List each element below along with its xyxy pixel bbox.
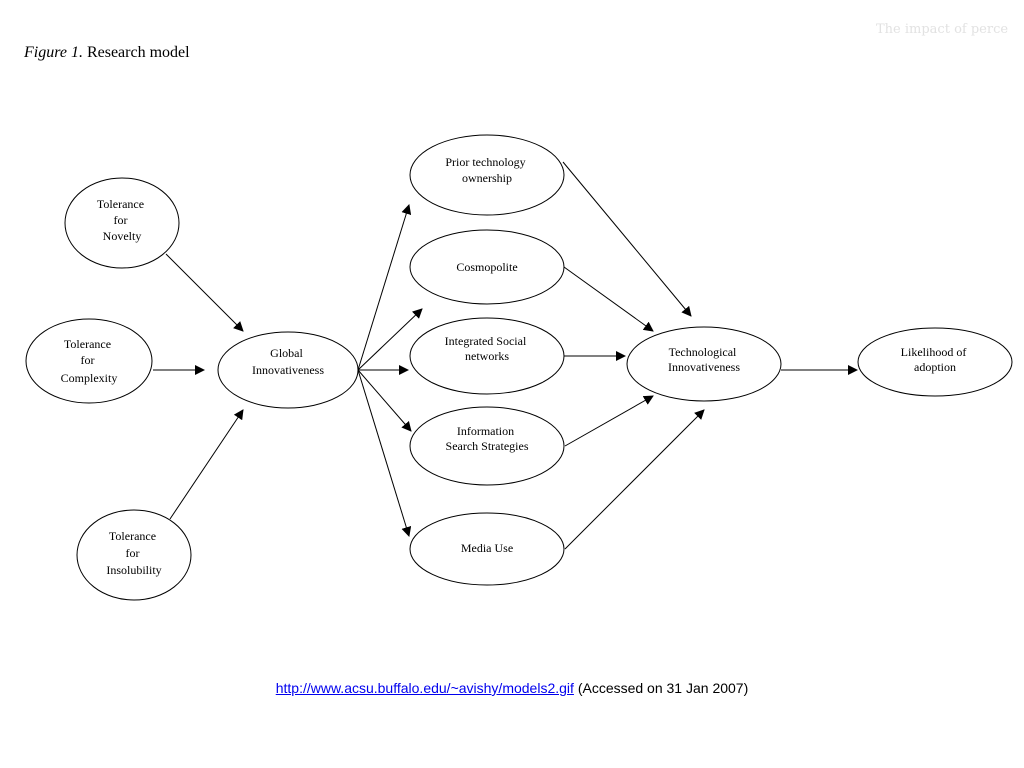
node-labels: Tolerance for Novelty Tolerance for Comp… [61, 155, 970, 577]
node-tolerance-insolubility [76, 509, 192, 601]
edge-media-tech [564, 409, 705, 550]
node-tolerance-novelty [64, 177, 180, 269]
edge-global-prior [357, 204, 412, 371]
node-global-innovativeness [217, 331, 359, 409]
faded-header-text: The impact of perce [876, 22, 1009, 37]
node-technological-innovativeness [626, 326, 782, 402]
node-cosmopolite [409, 229, 565, 305]
edge-cosmo-tech [563, 266, 654, 332]
label-global-innovativeness: Global Innovativeness [252, 346, 324, 377]
node-information-search [409, 406, 565, 486]
label-tolerance-insolubility: Tolerance for Insolubility [106, 529, 161, 577]
label-tolerance-novelty: Tolerance for Novelty [97, 197, 147, 243]
node-media-use [409, 512, 565, 586]
figure-title-text: Research model [86, 44, 190, 61]
edge-insolubility-global [169, 409, 244, 520]
node-tolerance-complexity [25, 318, 153, 404]
node-integrated-social [409, 317, 565, 395]
node-prior-technology [409, 134, 565, 216]
label-prior-technology: Prior technology ownership [445, 155, 528, 185]
edge-global-cosmo [357, 308, 423, 371]
figure-label: Figure 1. [24, 44, 83, 61]
label-likelihood-adoption: Likelihood of adoption [901, 345, 970, 374]
label-cosmopolite: Cosmopolite [456, 260, 517, 274]
node-likelihood-adoption [857, 327, 1013, 397]
edge-novelty-global [165, 253, 244, 332]
edge-info-tech [564, 395, 654, 447]
accessed-note: (Accessed on 31 Jan 2007) [577, 680, 749, 696]
figure-title: Figure 1. Research model [24, 44, 190, 62]
label-integrated-social: Integrated Social networks [445, 334, 530, 363]
source-caption: http://www.acsu.buffalo.edu/~avishy/mode… [0, 680, 1024, 696]
label-information-search: Information Search Strategies [446, 424, 529, 453]
label-media-use: Media Use [461, 541, 513, 555]
label-tolerance-complexity: Tolerance for Complexity [61, 337, 118, 385]
nodes [25, 134, 1013, 601]
edge-prior-tech [562, 161, 692, 317]
edge-global-info [357, 369, 412, 432]
label-technological-innovativeness: Technological Innovativeness [668, 345, 740, 374]
source-link[interactable]: http://www.acsu.buffalo.edu/~avishy/mode… [275, 680, 574, 696]
edges [153, 161, 858, 550]
edge-global-media [357, 369, 412, 537]
